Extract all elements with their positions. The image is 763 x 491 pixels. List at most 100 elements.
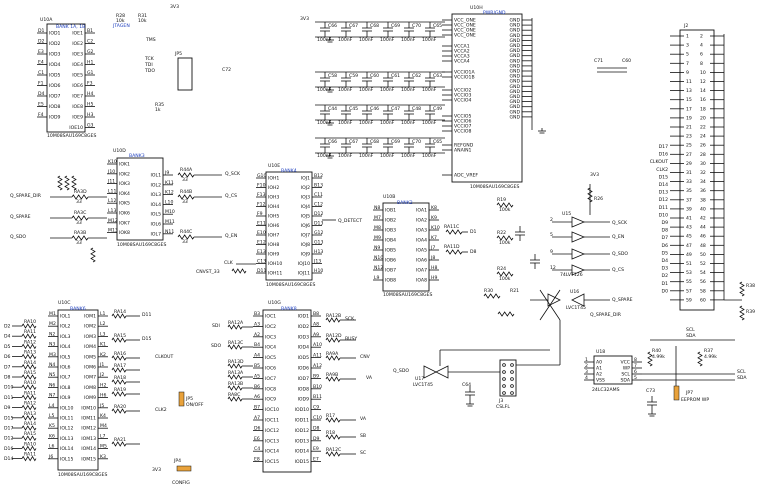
r39 [739,305,745,321]
u10g-right-pin-label: IOD11 [295,418,309,424]
u10a-left-pin-label: IOD6 [49,83,61,89]
jtagen-label: JTAGEN [112,23,130,29]
r-u10d-out [177,194,195,200]
u10b-block: U10B BANK2 10M08SAU169C8GES IOB1N8IOB2M7… [373,194,468,298]
u10d-right-pin-num: N11 [165,229,174,235]
u15-buffer [571,231,586,243]
j2-pin-num: 16 [700,97,706,103]
u10g-left-pin-label: IOC2 [265,324,276,330]
q-cs-u10d: Q_CS [225,193,237,199]
cap-value: 100nF [380,120,395,126]
u10e-right-pin-num: D12 [314,211,323,217]
va-label-1: VA [366,375,373,381]
res-ref: R19 [497,197,506,203]
u10c-right-pin-label: IOM5 [84,354,96,360]
u10a-part: 10M08SAU169C8GES [47,133,97,139]
u10g-right-pin-num: B8 [313,311,319,317]
r-pullup [64,175,70,191]
u10g-in-res [227,363,243,369]
u10d-left-pin-label: IOK2 [119,171,130,177]
u10h-gnd-label: GND [509,48,520,54]
u10c-left-pin-num: L5 [49,413,55,419]
u10c-left-pin-label: IOL8 [60,385,71,391]
c60-ref: C60 [622,58,631,64]
u10g-right-pin-num: A10 [313,342,322,348]
q-sdo-left: Q_SDO [10,234,26,240]
u10h-pin-label: VCCA1 [454,44,470,50]
u10b-right-pin-label: IOA6 [416,258,427,264]
jp4-part: CONFIG [172,480,190,486]
u10c-right-pin-num: J1 [99,362,104,368]
u10g-out-res [325,337,341,343]
bank6-net-label: D4 [4,334,11,340]
cap-value: 100nF [338,120,353,126]
j2-net-label: D0 [662,288,669,294]
u10g-in-res [227,385,243,391]
cap-value: 100nF [317,153,332,159]
res-ref: RA13B [228,381,243,387]
res-val: 33 [182,199,188,205]
cap-ref: C46 [370,106,379,112]
u10g-left-pin-num: A7 [254,415,260,421]
res-ref: RA10 [24,441,36,447]
u10a-right-pin-num: G2 [87,49,94,55]
j2-pin-num: 56 [700,279,706,285]
u10g-left-pin-label: IOC13 [265,438,279,444]
res-ref: RA18 [114,375,126,381]
u10d-left-pin-num: K10 [108,159,117,165]
u10h-pin-label: VCC_ONE [454,23,476,29]
u10a-right-pin-label: IOE9 [72,115,83,121]
u10d-ref: U10D [113,148,126,154]
u10g-left-pin-num: E6 [254,436,260,442]
cap-value: 100nF [422,37,437,43]
j3-pin [510,363,514,367]
u10g-left-pin-num: E8 [254,457,260,463]
u10c-left-pin-num: M2 [49,321,56,327]
u10c-right-pin-label: IOM9 [84,395,96,401]
res-ref: R44A [180,167,193,173]
cap-ref: C44 [328,106,337,112]
u10g-right-pin-label: IOD2 [298,324,310,330]
u10h-gnd-label: GND [509,43,520,49]
j2-pin-num: 37 [686,197,692,203]
u10h-pin-label: VCCA3 [454,54,470,60]
bank6-out-res [111,355,127,361]
u10c-left-pin-num: N4 [49,362,55,368]
cap-ref: C58 [328,73,337,79]
u10e-right-pin-label: IOJ11 [298,271,310,277]
u10h-gnd-label: GND [509,94,520,100]
bank6-res [21,415,37,421]
u10e-left-pin-label: IOH9 [268,252,279,258]
j2-pin-num: 21 [686,125,692,131]
j2-pin-num: 51 [686,261,692,267]
clkout-label: CLKOUT [155,354,174,360]
u10d-left-pin-label: IOK7 [119,220,130,226]
res-ref: RA12 [24,339,36,345]
res-val: 100k [499,276,511,282]
u18-left-pin-label: VSS [596,378,605,384]
u10g-in-res [227,374,243,380]
res-val: 100k [499,240,511,246]
cap-ref: C69 [391,139,400,145]
j2-pin-num: 44 [700,225,706,231]
jp4-ref: JP4 [173,458,181,464]
u10c-left-pin-label: IOL4 [60,344,71,350]
u10g-left-pin-label: IOC1 [265,314,276,320]
u10e-part: 10M08SAU169C8GES [266,282,316,288]
j2-pin-num: 2 [700,34,703,40]
u10g-right-pin-label: IOD14 [295,449,309,455]
sda-top-label: SDA [686,333,696,339]
cap-ref: C70 [412,139,421,145]
j2-pin-num: 24 [700,134,706,140]
u10e-left-pin-label: IOH4 [268,204,279,210]
cap-ref: C68 [370,23,379,29]
u10d-bank: BANK3 [129,153,145,159]
u10h-gnd-label: GND [509,84,520,90]
jp4-jumper: JP4 CONFIG 3V3 [152,458,192,486]
u10b-pins: IOB1N8IOB2M7IOB3M8IOB4M9IOB5N9IOB6N10IOB… [373,205,468,284]
u10a-left-pin-label: IOD5 [49,73,61,79]
